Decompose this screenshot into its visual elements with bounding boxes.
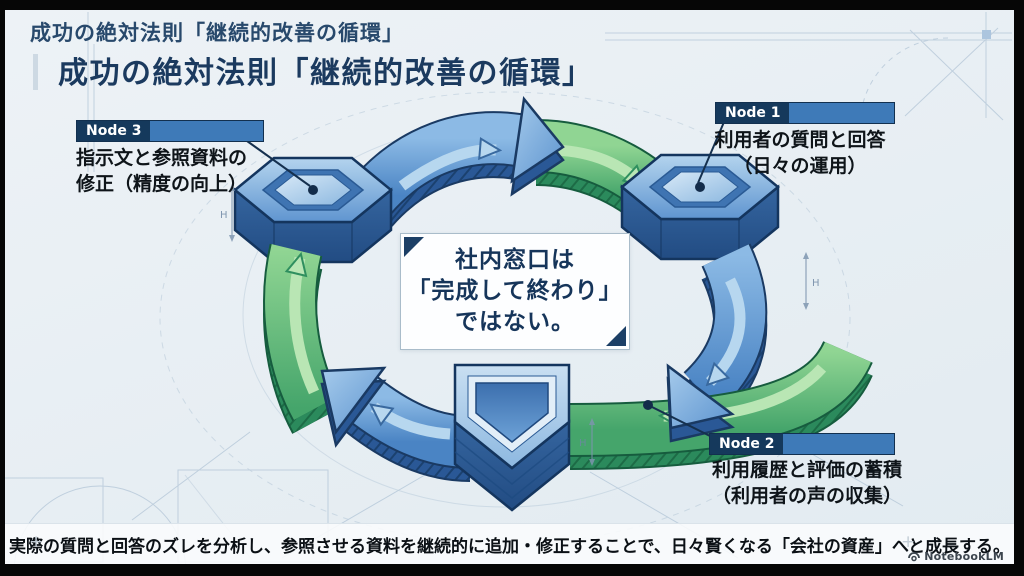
letterbox-bottom: [0, 564, 1024, 576]
node1-tag: Node 1: [716, 103, 790, 123]
node1-label: Node 1: [715, 102, 895, 124]
node3-tag: Node 3: [77, 121, 151, 141]
node3-label-bar: [150, 121, 263, 141]
node2-text: 利用履歴と評価の蓄積 （利用者の声の収集）: [712, 459, 903, 508]
summary-caption: 実際の質問と回答のズレを分析し、参照させる資料を継続的に追加・修正することで、日…: [9, 537, 1010, 557]
dimension-marks: H H H: [220, 184, 820, 466]
caption-strip: + + 実際の質問と回答のズレを分析し、参照させる資料を継続的に追加・修正するこ…: [5, 523, 1014, 565]
arrow-blue-right-head: [666, 277, 746, 443]
letterbox-top: [0, 0, 1024, 10]
corner-accent-bottom-right: [606, 326, 626, 346]
brand-name: NotebookLM: [924, 549, 1004, 563]
node2-shield: [453, 363, 571, 512]
arrow-green-bottom-right: [569, 340, 873, 470]
page-title: 成功の絶対法則「継続的改善の循環」: [58, 56, 594, 91]
slide-kicker: 成功の絶対法則「継続的改善の循環」: [30, 21, 404, 45]
title-accent-bar: [33, 54, 38, 90]
callout-lines: [246, 121, 725, 438]
corner-accent-top-left: [404, 237, 424, 257]
svg-text:H: H: [579, 438, 587, 449]
arrow-blue-bottom-left: [320, 366, 471, 482]
letterbox-left: [0, 0, 5, 576]
svg-text:H: H: [812, 278, 820, 289]
node1-label-bar: [789, 103, 894, 123]
arrow-green-left: [263, 243, 341, 434]
node3-label: Node 3: [76, 120, 264, 142]
center-message-box: 社内窓口は 「完成して終わり」 ではない。: [400, 233, 630, 350]
letterbox-right: [1014, 0, 1024, 576]
center-message: 社内窓口は 「完成して終わり」 ではない。: [407, 247, 623, 335]
svg-text:H: H: [220, 210, 228, 221]
plus-mark-right: +: [901, 532, 916, 552]
plus-mark-left: +: [29, 532, 44, 552]
node3-hexagon: [233, 156, 393, 264]
arrow-blue-top: [351, 96, 565, 228]
brand-badge: NotebookLM: [907, 549, 1004, 563]
node1-text: 利用者の質問と回答 （日々の運用）: [714, 129, 886, 178]
node3-text: 指示文と参照資料の 修正（精度の向上）: [76, 147, 248, 196]
notebooklm-icon: [908, 552, 921, 562]
node2-tag: Node 2: [710, 434, 784, 454]
node2-label: Node 2: [709, 433, 895, 455]
node2-label-bar: [783, 434, 894, 454]
